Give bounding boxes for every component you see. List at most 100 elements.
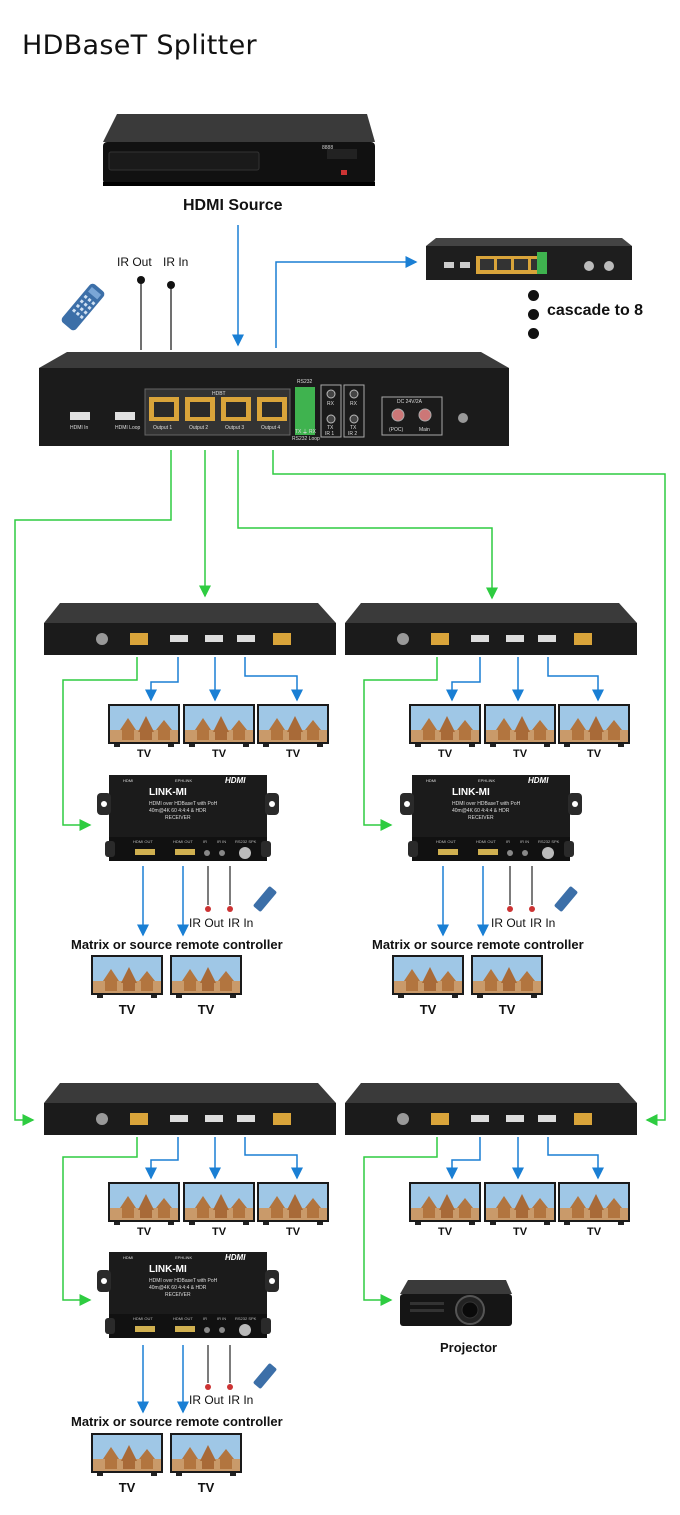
tv-12 [183,1182,255,1225]
receiver-badge-hdmi: HDMI [123,1255,134,1260]
tv-13 [257,1182,329,1225]
receiver-brand: LINK-MI [149,1264,187,1275]
tv-icon [257,1182,329,1225]
receiver-line3: RECEIVER [468,815,494,821]
tv-6 [558,704,630,747]
rx3-ir-in-label: IR In [228,1393,254,1407]
label-dc: DC 24V/2A [397,399,423,405]
rx3-ir-out-label: IR Out [189,1393,224,1407]
receiver-line2: 40m@4K 60 4:4:4 & HDR [452,808,510,814]
tv-1 [108,704,180,747]
tv-label-10: TV [498,1002,516,1017]
receiver-brand: LINK-MI [452,787,490,798]
tv-7 [91,955,163,998]
tv-17 [91,1433,163,1476]
tv-icon [484,704,556,747]
projector-label: Projector [440,1340,498,1355]
tv-label-18: TV [197,1480,215,1495]
tv-label-2: TV [211,748,227,760]
receiver-badge-ephlink: EPHLINK [175,778,193,783]
receiver-line1: HDMI over HDBaseT with PoH [452,801,521,807]
label-poc: (POC) [389,427,404,433]
receiver-port-3: IR [203,1316,207,1321]
tv-label-12: TV [211,1226,227,1238]
tv-5 [484,704,556,747]
receiver-port-3: IR [506,839,510,844]
tv-label-13: TV [285,1226,301,1238]
receiver-badge-ephlink: EPHLINK [175,1255,193,1260]
tv-label-9: TV [419,1002,437,1017]
remote-icon-rx3 [252,1363,278,1389]
tv-label-1: TV [136,748,152,760]
tv-14 [409,1182,481,1225]
receiver-port-1: HDMI OUT [436,839,456,844]
label-ir1-tx: TX [327,425,334,431]
tv-label-17: TV [118,1480,136,1495]
tv-15 [484,1182,556,1225]
cascade-dot-1 [528,290,539,301]
receiver-line2: 40m@4K 60 4:4:4 & HDR [149,1285,207,1291]
cascade-splitter-device [424,238,634,282]
label-ir2: IR 2 [348,431,358,437]
tv-icon [183,704,255,747]
tv-18 [170,1433,242,1476]
receiver-line3: RECEIVER [165,1292,191,1298]
tv-4 [409,704,481,747]
remote-control-icon [58,282,108,332]
receiver-port-2: HDMI OUT [476,839,496,844]
label-output-1: Output 1 [153,425,173,431]
projector-icon [400,1280,512,1326]
page-title: HDBaseT Splitter [22,30,257,61]
receiver-port-1: HDMI OUT [133,839,153,844]
receiver-port-4: IR IN [520,839,530,844]
receiver-badge-hdmi: HDMI [426,778,437,783]
tv-label-14: TV [437,1226,453,1238]
label-rs232-loop: RS232 Loop [292,436,320,442]
tv-icon [471,955,543,998]
tv-icon [108,1182,180,1225]
receiver-port-4: IR IN [217,1316,227,1321]
label-hdmi-loop: HDMI Loop [115,425,141,431]
remote-icon-rx2 [553,886,579,912]
label-gnd: ⏚ [302,430,309,436]
hdbaset-extender-2 [343,603,639,657]
receiver-hdmi-logo: HDMI [528,776,549,785]
tv-3 [257,704,329,747]
controller-label-1: Matrix or source remote controller [71,937,283,952]
tv-label-4: TV [437,748,453,760]
receiver-hdmi-logo: HDMI [225,1253,246,1262]
tv-label-16: TV [586,1226,602,1238]
tv-8 [170,955,242,998]
cascade-label: cascade to 8 [547,302,644,319]
tv-11 [108,1182,180,1225]
hdbaset-extender-1 [42,603,338,657]
hdmi-source-device: 8888 [97,112,377,190]
tv-label-7: TV [118,1002,136,1017]
receiver-badge-ephlink: EPHLINK [478,778,496,783]
tv-label-6: TV [586,748,602,760]
receiver-hdmi-logo: HDMI [225,776,246,785]
receiver-badge-hdmi: HDMI [123,778,134,783]
tv-icon [183,1182,255,1225]
label-hdbt: HDBT [212,391,226,397]
receiver-port-1: HDMI OUT [133,1316,153,1321]
receiver-line3: RECEIVER [165,815,191,821]
set-top-box-icon [103,114,375,186]
tv-icon [91,1433,163,1476]
label-rx: RX [309,429,316,435]
tv-icon [108,704,180,747]
receiver-port-5: RS232 SPK [235,839,257,844]
tv-icon [558,1182,630,1225]
label-hdmi-in: HDMI In [70,425,89,431]
label-output-4: Output 4 [261,425,281,431]
tv-label-8: TV [197,1002,215,1017]
rx1-ir-in-label: IR In [228,916,254,930]
label-ir1-rx: RX [327,401,334,407]
receiver-port-5: RS232 SPK [235,1316,257,1321]
hdbaset-splitter-device: HDMI In HDMI Loop HDBT Output 1 Output 2… [37,352,511,448]
tv-icon [170,955,242,998]
label-rs232: RS232 [297,379,313,385]
remote-icon-rx1 [252,886,278,912]
